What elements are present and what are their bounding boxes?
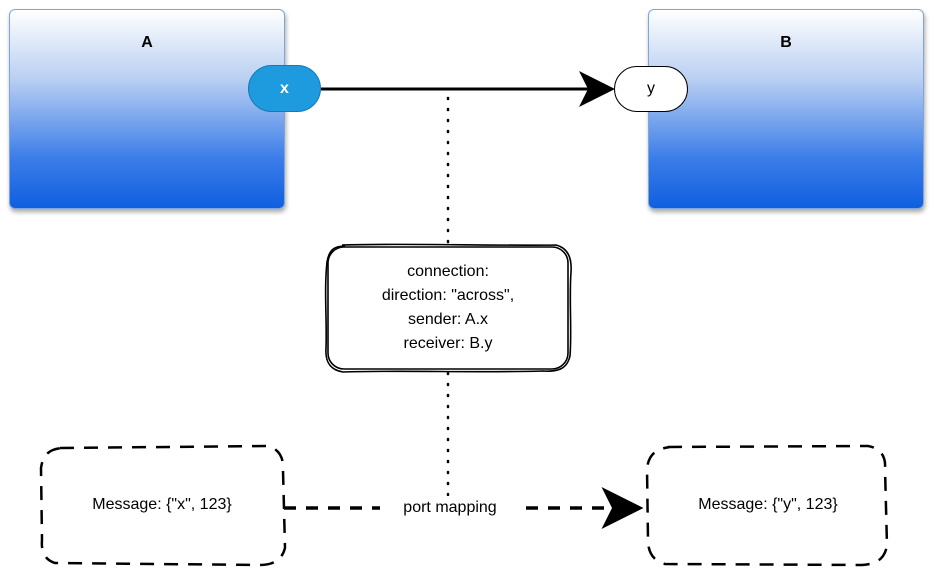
message-left-border	[39, 444, 287, 567]
block-b[interactable]: B	[648, 9, 924, 209]
port-x-label: x	[280, 79, 289, 97]
block-b-title: B	[780, 34, 792, 51]
connection-note-border	[324, 243, 572, 373]
message-left-text: Message: {"x", 123}	[92, 496, 232, 513]
port-y[interactable]: y	[614, 66, 688, 112]
port-mapping-label: port mapping	[380, 496, 520, 520]
connection-note-line: direction: "across",	[381, 287, 515, 304]
message-left[interactable]: Message: {"x", 123}	[40, 445, 284, 565]
message-right-border	[645, 444, 889, 567]
connection-note-line: sender: A.x	[407, 311, 489, 328]
port-y-label: y	[647, 80, 655, 97]
block-a[interactable]: A	[9, 9, 285, 209]
port-x[interactable]: x	[248, 65, 321, 112]
connection-note[interactable]: connection: direction: "across", sender:…	[326, 245, 570, 371]
connection-note-line: connection:	[407, 263, 489, 280]
connection-note-line: receiver: B.y	[403, 335, 493, 352]
block-a-title: A	[141, 34, 153, 51]
message-right[interactable]: Message: {"y", 123}	[648, 445, 888, 565]
message-right-text: Message: {"y", 123}	[698, 496, 838, 513]
